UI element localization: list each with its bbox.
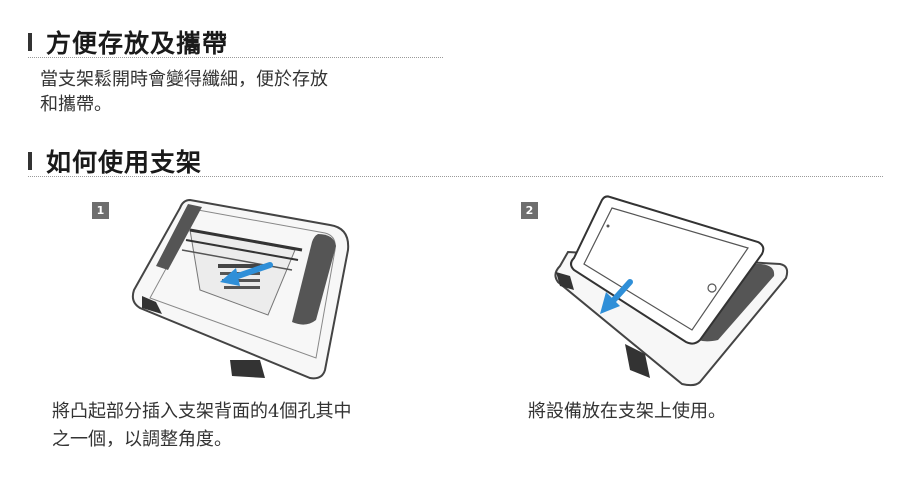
step-2-badge: 2 (521, 202, 538, 219)
left-pad (156, 204, 202, 270)
slot-hole (224, 286, 260, 289)
section-header-storage: 方便存放及攜帶 (28, 24, 228, 60)
stand-angle-illustration (131, 198, 350, 380)
stand-inner-frame (149, 209, 336, 359)
section-header-usage: 如何使用支架 (28, 143, 202, 179)
section-marker (28, 152, 32, 170)
support-bar (181, 249, 293, 271)
slot-hole (222, 279, 260, 282)
insert-arrow (229, 262, 273, 281)
step-1-badge: 1 (92, 202, 109, 219)
foot-left (142, 296, 162, 314)
slot-hole (218, 264, 260, 268)
section-title-storage: 方便存放及攜帶 (46, 29, 229, 58)
storage-description-line1: 當支架鬆開時會變得纖細，便於存放 (40, 69, 328, 90)
step-2-caption: 將設備放在支架上使用。 (528, 398, 726, 426)
support-bar (189, 228, 303, 252)
storage-description-line2: 和攜帶。 (40, 94, 112, 115)
step-1-caption-line2: 之一個，以調整角度。 (52, 429, 232, 450)
foot-left (556, 272, 574, 290)
section-divider (28, 176, 883, 177)
storage-description: 當支架鬆開時會變得纖細，便於存放 和攜帶。 (40, 67, 328, 117)
front-camera (606, 224, 610, 228)
section-divider (28, 57, 443, 58)
insert-arrow-head (220, 268, 240, 286)
step-1-caption: 將凸起部分插入支架背面的4個孔其中 之一個，以調整角度。 (52, 398, 351, 454)
tablet-screen (583, 207, 749, 331)
section-marker (28, 33, 32, 51)
right-pad (292, 234, 336, 325)
place-arrow-head (600, 292, 620, 314)
step-2-caption-line1: 將設備放在支架上使用。 (528, 401, 726, 422)
foot-right (625, 344, 650, 378)
section-title-usage: 如何使用支架 (46, 148, 203, 177)
support-bar (185, 239, 299, 261)
foot-right (230, 360, 265, 378)
step-1-caption-line1: 將凸起部分插入支架背面的4個孔其中 (52, 401, 352, 422)
device-on-stand-illustration (554, 195, 789, 387)
home-button (707, 283, 717, 293)
